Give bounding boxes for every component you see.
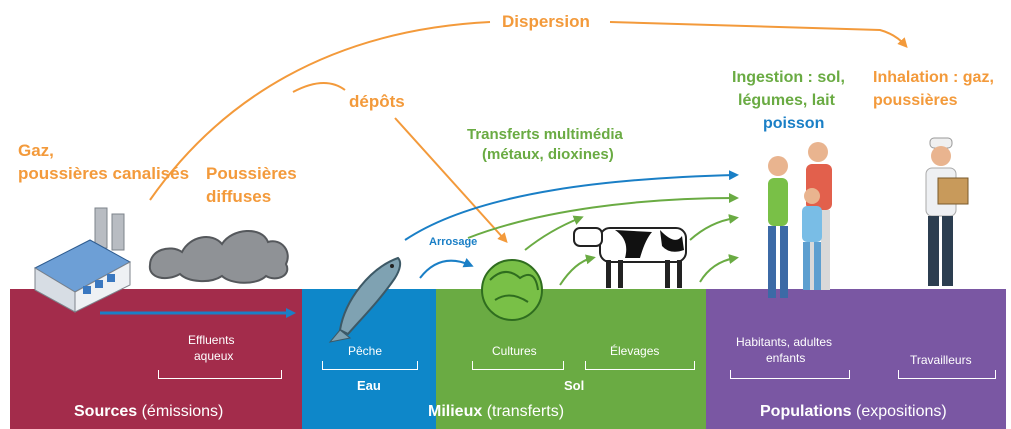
sources-title: Sources (émissions) [74, 403, 223, 421]
depots-arrow-top [293, 83, 345, 92]
inhalation-label-1: Inhalation : gaz, [873, 69, 994, 87]
worker-icon [926, 138, 968, 286]
populations-title-rest: (expositions) [856, 403, 947, 420]
family-icon [768, 142, 832, 298]
lettuce-to-cow-arrow-2 [560, 258, 592, 285]
ingestion-label-3: poisson [763, 115, 824, 133]
ingestion-label-1: Ingestion : sol, [732, 69, 845, 87]
effluents-label-2: aqueux [194, 349, 233, 364]
cow-to-population-arrow-2 [700, 258, 735, 282]
cow-to-population-arrow [690, 218, 735, 240]
milieux-title: Milieux (transferts) [428, 403, 564, 421]
transferts-label-1: Transferts multimédia [467, 126, 623, 143]
populations-title: Populations (expositions) [760, 403, 947, 421]
habitants-label-1: Habitants, adultes [736, 335, 832, 350]
gaz-label-1: Gaz, [18, 141, 54, 161]
poussieres-label-2: diffuses [206, 187, 271, 207]
eau-title: Eau [357, 378, 381, 393]
dispersion-arrow-tail [610, 22, 905, 45]
transferts-label-2: (métaux, dioxines) [482, 146, 614, 163]
elevages-bracket [585, 361, 695, 370]
travailleurs-label: Travailleurs [910, 353, 972, 368]
gaz-label-2: poussières canalisés [18, 164, 189, 184]
effluents-label-1: Effluents [188, 333, 234, 348]
travailleurs-bracket [898, 370, 996, 379]
depots-label: dépôts [349, 92, 405, 112]
arrosage-label: Arrosage [429, 236, 477, 248]
sources-title-bold: Sources [74, 403, 137, 420]
fish-icon [330, 258, 400, 342]
milieux-title-bold: Milieux [428, 403, 482, 420]
arrosage-arrow [420, 261, 470, 278]
peche-label: Pêche [348, 344, 382, 359]
cultures-bracket [472, 361, 564, 370]
elevages-label: Élevages [610, 344, 659, 359]
peche-bracket [322, 361, 418, 370]
factory-icon [35, 208, 130, 312]
ingestion-label-2: légumes, lait [738, 92, 835, 110]
lettuce-icon [482, 260, 542, 320]
milieux-title-rest: (transferts) [487, 403, 564, 420]
dispersion-arrow [150, 22, 490, 200]
populations-title-bold: Populations [760, 403, 852, 420]
sol-title: Sol [564, 378, 584, 393]
dust-cloud-icon [150, 231, 288, 283]
cultures-label: Cultures [492, 344, 537, 359]
dispersion-label: Dispersion [502, 12, 590, 32]
effluents-bracket [158, 370, 282, 379]
poussieres-label-1: Poussières [206, 164, 297, 184]
habitants-label-2: enfants [766, 351, 805, 366]
habitants-bracket [730, 370, 850, 379]
inhalation-label-2: poussières [873, 92, 957, 110]
lettuce-to-cow-arrow [525, 218, 580, 250]
sources-title-rest: (émissions) [142, 403, 224, 420]
